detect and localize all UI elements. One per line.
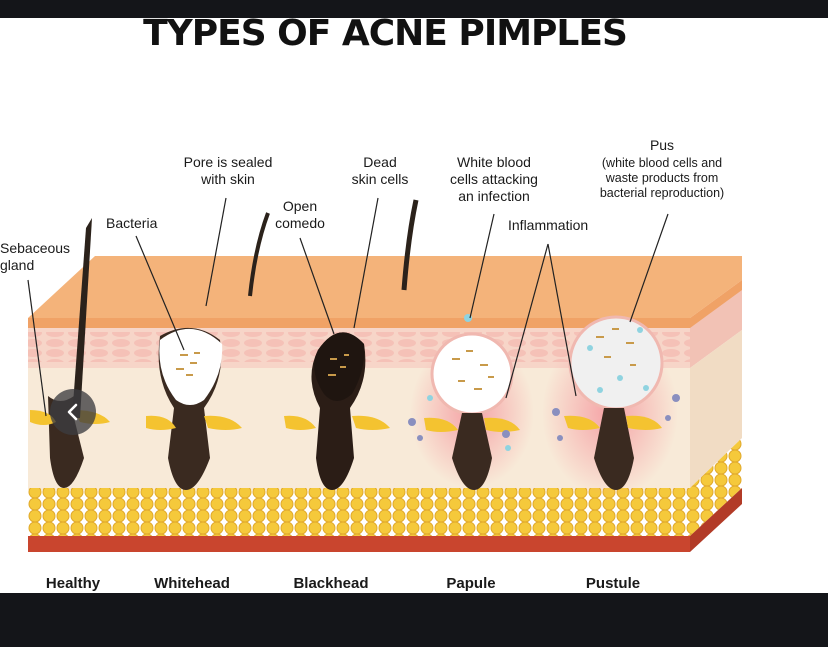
stage-papule: Papule bbox=[446, 575, 496, 592]
label-sebaceous-gland: Sebaceous gland bbox=[0, 240, 71, 273]
leader-lines bbox=[27, 197, 669, 417]
diagram-title: TYPES OF ACNE PIMPLES bbox=[143, 18, 628, 54]
follicle-pustule bbox=[552, 315, 680, 490]
label-open-comedo: Open comedo bbox=[275, 198, 325, 231]
skin-cross-section-illustration bbox=[27, 197, 742, 552]
stage-whitehead: Whitehead bbox=[154, 575, 230, 592]
stage-blackhead: Blackhead bbox=[293, 575, 369, 592]
label-dead-skin-cells: Dead skin cells bbox=[351, 154, 409, 187]
fat-layer bbox=[28, 488, 690, 536]
muscle-layer bbox=[28, 536, 690, 552]
follicle-papule bbox=[408, 314, 520, 490]
stage-healthy: Healthy bbox=[45, 575, 101, 592]
label-inflammation: Inflammation bbox=[508, 217, 589, 233]
label-pus: Pus bbox=[649, 137, 675, 153]
chevron-left-icon bbox=[67, 403, 78, 421]
label-pore-sealed: Pore is sealed with skin bbox=[183, 154, 273, 187]
label-pus-detail: (white blood cells and waste products fr… bbox=[599, 156, 725, 200]
label-white-blood-cells: White blood cells attacking an infection bbox=[450, 154, 538, 204]
stage-pustule: Pustule bbox=[585, 575, 641, 592]
follicle-blackhead bbox=[284, 332, 390, 490]
previous-image-button[interactable] bbox=[50, 389, 96, 435]
acne-diagram-image: TYPES OF ACNE PIMPLES Sebaceous gland Ba… bbox=[0, 18, 828, 593]
follicle-whitehead bbox=[146, 327, 242, 490]
label-bacteria: Bacteria bbox=[106, 215, 158, 231]
